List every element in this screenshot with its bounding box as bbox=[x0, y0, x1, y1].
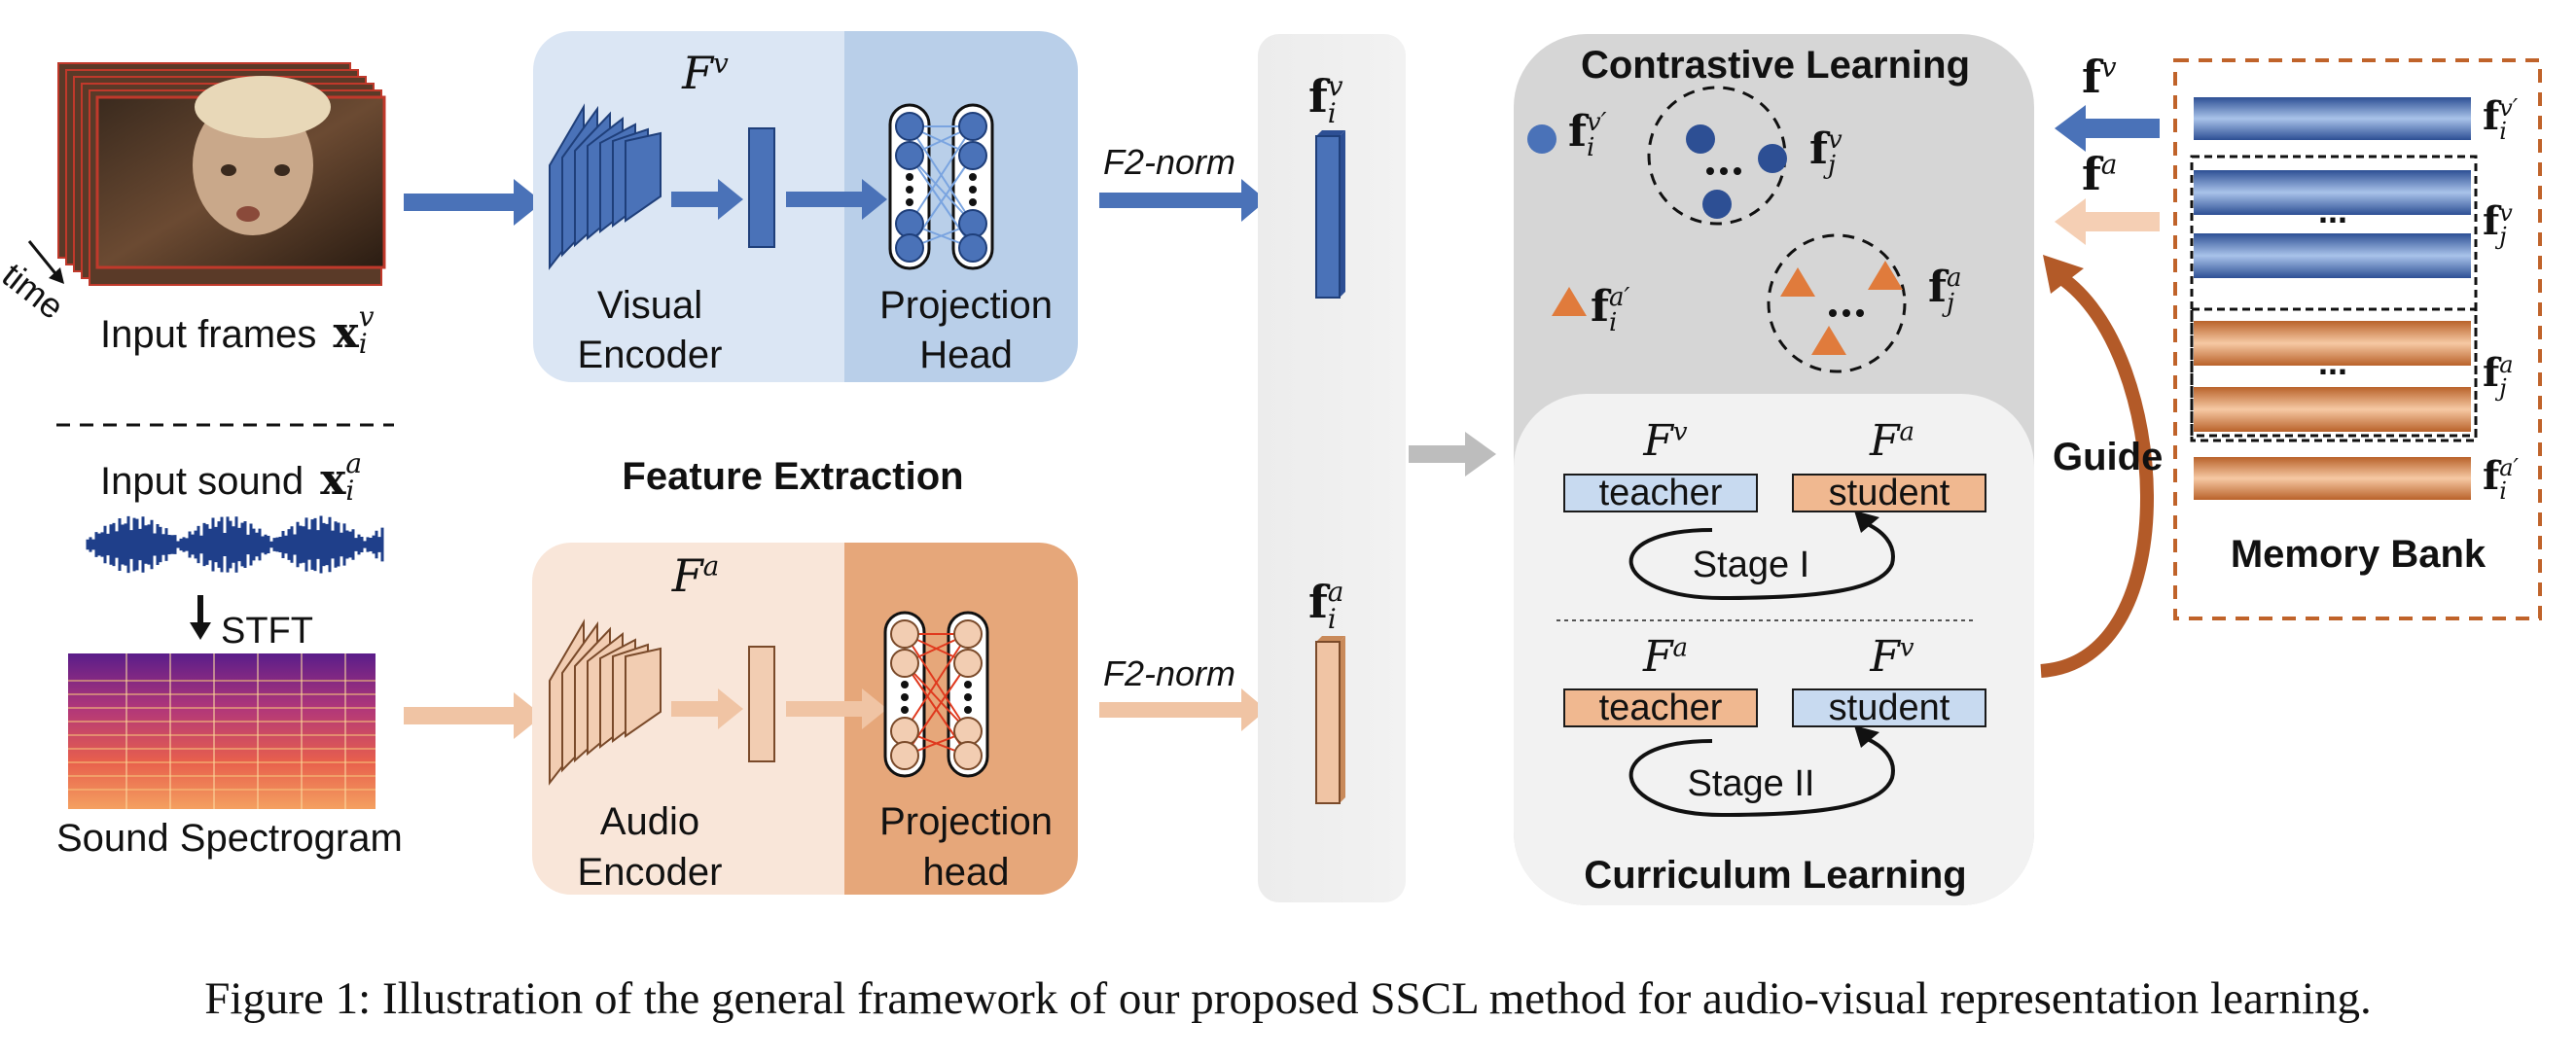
audio-f2-norm-label: F2-norm bbox=[1103, 653, 1236, 693]
stage2-label: Stage II bbox=[1687, 763, 1815, 804]
audio-encoder-label-1: Audio bbox=[599, 800, 700, 843]
curriculum-learning-panel bbox=[1514, 394, 2034, 905]
feature-extraction-title: Feature Extraction bbox=[622, 455, 964, 498]
visual-f2-norm-label: F2-norm bbox=[1103, 142, 1236, 182]
positive-audio-cluster bbox=[1767, 233, 1907, 373]
audio-encoder-label-2: Encoder bbox=[577, 851, 723, 894]
audio-projection-label-1: Projection bbox=[879, 800, 1053, 843]
curriculum-learning-title: Curriculum Learning bbox=[1584, 854, 1967, 897]
audio-encoder-arrows bbox=[671, 688, 887, 729]
memory-visual-dots: ... bbox=[2317, 191, 2348, 230]
stage2-teacher-box: teacher bbox=[1563, 688, 1758, 727]
visual-encoder-function: Fv bbox=[682, 47, 729, 99]
memory-audio-arrow bbox=[2055, 198, 2160, 245]
memory-bar-audio-2 bbox=[2194, 387, 2471, 432]
memory-bar-audio-1 bbox=[2194, 321, 2471, 366]
audio-feature-bar bbox=[1315, 636, 1345, 804]
stage2-loop bbox=[1628, 725, 1895, 818]
memory-bar-fi-a-prime bbox=[2194, 457, 2471, 500]
visual-projection-label-1: Projection bbox=[879, 284, 1053, 327]
stage1-student-box: student bbox=[1792, 474, 1986, 512]
input-audio-arrow bbox=[404, 692, 543, 739]
negative-audio-point bbox=[1552, 287, 1587, 316]
input-visual-arrow bbox=[404, 179, 543, 226]
audio-encoder-layers bbox=[549, 618, 775, 786]
memory-bar-visual-1 bbox=[2194, 170, 2471, 215]
spectrogram-label: Sound Spectrogram bbox=[56, 817, 403, 860]
stage1-teacher-function: Fv bbox=[1643, 416, 1688, 466]
figure-caption: Figure 1: Illustration of the general fr… bbox=[204, 973, 2372, 1024]
memory-bar-visual-2 bbox=[2194, 233, 2471, 278]
stft-label: STFT bbox=[221, 611, 313, 652]
audio-encoder-function: Fa bbox=[671, 549, 720, 602]
center-to-learning-arrow bbox=[1409, 432, 1496, 476]
stage2-student-box: student bbox=[1792, 688, 1986, 727]
visual-norm-arrow bbox=[1099, 179, 1267, 222]
negative-visual-point bbox=[1527, 124, 1556, 154]
audio-projection-label-2: head bbox=[922, 851, 1010, 894]
visual-projection-head bbox=[888, 103, 994, 270]
sound-spectrogram bbox=[68, 653, 376, 809]
memory-bank-border bbox=[2173, 58, 2542, 620]
visual-encoder-layers bbox=[549, 103, 775, 270]
memory-group-visual bbox=[2190, 155, 2478, 438]
stage2-teacher-function: Fa bbox=[1642, 632, 1689, 682]
stage1-loop bbox=[1628, 511, 1895, 601]
positive-visual-cluster bbox=[1647, 86, 1787, 226]
visual-projection-label-2: Head bbox=[919, 334, 1013, 376]
waveform bbox=[86, 515, 384, 574]
feature-panel bbox=[1258, 34, 1406, 902]
guide-arrow bbox=[2040, 255, 2154, 678]
visual-feature-bar bbox=[1315, 130, 1345, 299]
audio-norm-arrow bbox=[1099, 688, 1267, 731]
stage1-teacher-box: teacher bbox=[1563, 474, 1758, 512]
memory-bank-title: Memory Bank bbox=[2230, 533, 2487, 576]
guide-label: Guide bbox=[2053, 436, 2164, 478]
guide-fa-symbol: fa bbox=[2082, 148, 2118, 200]
visual-encoder-arrows bbox=[671, 179, 887, 220]
input-frames-stack bbox=[57, 62, 386, 286]
memory-bar-fi-v-prime bbox=[2194, 97, 2471, 140]
stage2-student-function: Fv bbox=[1870, 632, 1914, 682]
audio-projection-head bbox=[883, 611, 989, 778]
visual-encoder-label-1: Visual bbox=[596, 284, 703, 327]
visual-encoder-label-2: Encoder bbox=[577, 334, 723, 376]
memory-audio-dots: ... bbox=[2317, 342, 2348, 382]
memory-group-audio bbox=[2190, 307, 2478, 442]
guide-fv-symbol: fv bbox=[2082, 51, 2117, 103]
contrastive-learning-title: Contrastive Learning bbox=[1580, 44, 1971, 87]
time-axis-arrow bbox=[27, 240, 64, 284]
memory-visual-arrow bbox=[2055, 105, 2160, 152]
stft-arrow bbox=[190, 595, 211, 640]
stage1-student-function: Fa bbox=[1869, 416, 1915, 466]
stage1-label: Stage I bbox=[1692, 545, 1810, 585]
